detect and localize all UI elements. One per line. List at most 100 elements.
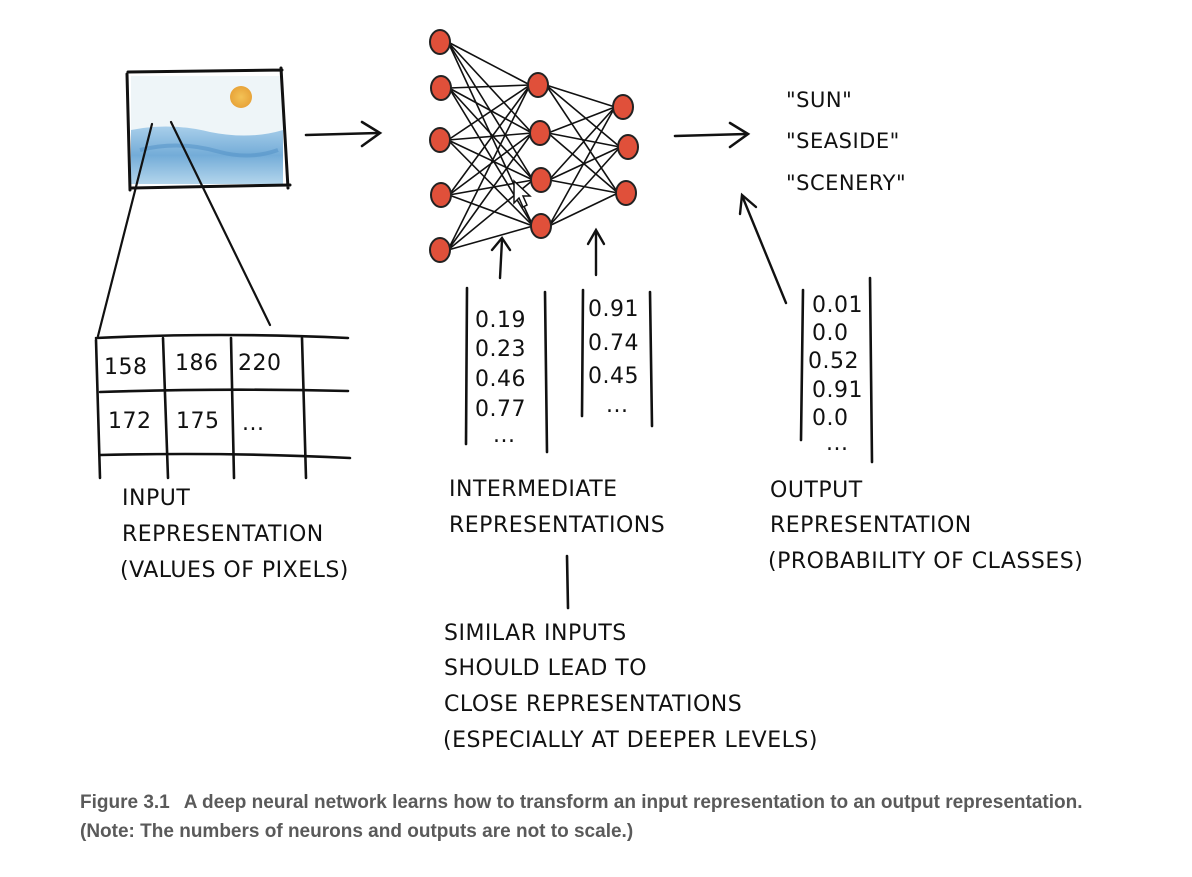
caption-text: A deep neural network learns how to tran… <box>80 792 1083 842</box>
pixel-value: 172 <box>108 409 152 434</box>
network-connections <box>447 41 621 251</box>
connection-line <box>447 132 533 141</box>
connection-line <box>545 84 621 148</box>
intermediate-vector-2: 0.91 0.74 0.45 ... <box>580 288 654 428</box>
note-line: CLOSE REPRESENTATIONS <box>444 692 742 717</box>
neuron-layer-2 <box>530 213 552 239</box>
output-vector: 0.01 0.0 0.52 0.91 0.0 ... <box>799 276 874 464</box>
connection-line <box>548 146 621 227</box>
connection-line <box>447 84 531 251</box>
vector-value: 0.0 <box>812 321 849 346</box>
arrow-to-classes <box>673 121 751 149</box>
connection-line <box>448 179 534 196</box>
output-label-line: OUTPUT <box>770 478 863 503</box>
connection-line <box>448 84 531 89</box>
connection-line <box>548 106 616 227</box>
intermediate-label-line: INTERMEDIATE <box>449 477 618 502</box>
connection-line <box>447 139 534 227</box>
vector-value: 0.45 <box>588 364 639 389</box>
neuron-layer-2 <box>527 72 549 98</box>
output-label: OUTPUT REPRESENTATION (PROBABILITY OF CL… <box>768 478 1083 574</box>
pixel-value: 158 <box>104 355 148 380</box>
output-label-line: (PROBABILITY OF CLASSES) <box>768 549 1083 574</box>
note-line: (ESPECIALLY AT DEEPER LEVELS) <box>443 728 818 753</box>
connection-line <box>548 106 616 181</box>
pixel-value: ... <box>242 411 264 436</box>
vector-value: 0.23 <box>475 337 526 362</box>
connection-line <box>448 87 534 227</box>
arrows-up-to-layers <box>490 227 606 280</box>
note-line: SHOULD LEAD TO <box>444 656 647 681</box>
connection-line <box>448 194 534 227</box>
output-label-line: REPRESENTATION <box>770 513 972 538</box>
output-classes: "SUN" "SEASIDE" "SCENERY" <box>786 88 906 195</box>
intermediate-label-line: REPRESENTATIONS <box>449 513 665 538</box>
connection-line <box>447 41 533 134</box>
vector-value: 0.0 <box>812 406 849 431</box>
arrow-to-network <box>304 120 383 148</box>
vector-value: 0.74 <box>588 331 639 356</box>
neuron-layer-2 <box>530 167 552 193</box>
connection-line <box>448 87 533 134</box>
image-frame <box>125 66 292 192</box>
note-connector <box>565 554 570 610</box>
connection-line <box>448 84 531 196</box>
vector-value: 0.19 <box>475 308 526 333</box>
connection-line <box>547 106 616 134</box>
neuron-layer-3 <box>617 134 639 160</box>
neuron-layer-1 <box>429 237 451 263</box>
pixel-value: 186 <box>175 351 219 376</box>
neuron-layer-1 <box>429 127 451 153</box>
vector-value: ... <box>493 423 515 448</box>
connection-line <box>447 225 534 251</box>
pixel-values: 158 186 220 172 175 ... <box>104 351 282 436</box>
vector-value: 0.91 <box>588 297 639 322</box>
class-label-seaside: "SEASIDE" <box>786 129 900 153</box>
connection-line <box>447 41 531 86</box>
connection-line <box>447 139 534 181</box>
connection-line <box>547 132 621 148</box>
sea-area <box>131 126 283 184</box>
pixel-value: 175 <box>176 409 220 434</box>
class-label-scenery: "SCENERY" <box>786 171 906 195</box>
sea-wave <box>139 143 279 158</box>
connection-line <box>447 132 533 251</box>
pixel-value: 220 <box>238 351 282 376</box>
intermediate-label: INTERMEDIATE REPRESENTATIONS <box>449 477 665 538</box>
input-image <box>125 66 292 192</box>
similarity-note: SIMILAR INPUTS SHOULD LEAD TO CLOSE REPR… <box>443 621 818 753</box>
pixel-grid <box>94 333 352 480</box>
network-neurons <box>429 29 639 263</box>
connection-line <box>545 84 616 108</box>
vector-value: 0.01 <box>812 293 863 318</box>
note-line: SIMILAR INPUTS <box>444 621 627 646</box>
input-label-line: (VALUES OF PIXELS) <box>120 558 349 583</box>
connection-line <box>548 192 619 227</box>
connection-line <box>447 84 531 141</box>
neuron-layer-3 <box>612 94 634 120</box>
vector-value: 0.77 <box>475 397 526 422</box>
vector-value: 0.46 <box>475 367 526 392</box>
vector-value: 0.52 <box>808 349 859 374</box>
vector-value: ... <box>606 393 628 418</box>
figure-number: Figure 3.1 <box>80 792 170 813</box>
input-label-line: REPRESENTATION <box>122 522 324 547</box>
zoom-lines <box>96 120 272 338</box>
neuron-layer-2 <box>529 120 551 146</box>
input-label-line: INPUT <box>122 486 190 511</box>
neuron-layer-3 <box>615 180 637 206</box>
input-label: INPUT REPRESENTATION (VALUES OF PIXELS) <box>120 486 349 583</box>
mouse-cursor-icon <box>513 179 532 209</box>
vector-value: 0.91 <box>812 378 863 403</box>
connection-line <box>547 132 619 194</box>
vector-value: ... <box>826 431 848 456</box>
class-label-sun: "SUN" <box>786 88 852 112</box>
intermediate-vector-1: 0.19 0.23 0.46 0.77 ... <box>464 286 549 454</box>
neuron-layer-1 <box>429 29 451 55</box>
connection-line <box>448 87 534 181</box>
neuron-layer-1 <box>430 182 452 208</box>
arrow-output-to-classes <box>738 192 788 305</box>
neuron-layer-1 <box>430 75 452 101</box>
